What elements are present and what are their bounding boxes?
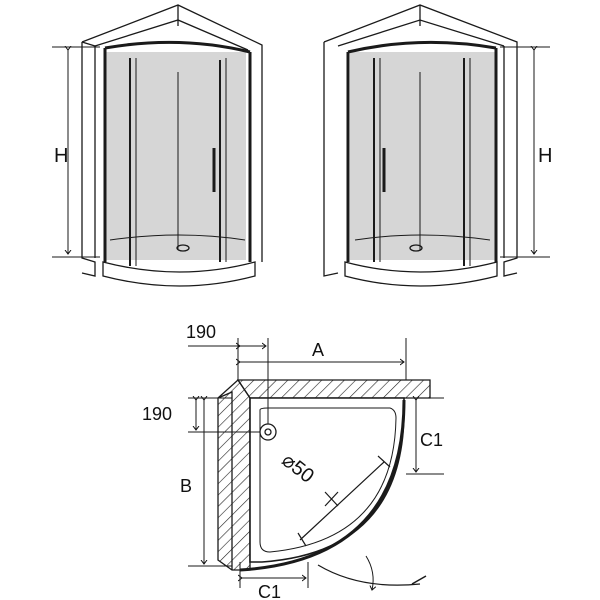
right-glass-fill	[350, 52, 496, 260]
right-elevation-view	[323, 4, 518, 287]
left-height-dimension	[52, 47, 100, 258]
right-tray	[344, 261, 498, 287]
left-wall-outline	[81, 42, 96, 277]
plan-tray-outer	[249, 397, 405, 563]
dim-c1-right-label: C1	[420, 430, 443, 450]
plan-dimensions	[188, 338, 444, 588]
dim-190-side-label: 190	[142, 404, 172, 424]
left-elevation-view	[81, 4, 263, 287]
plan-view	[217, 379, 431, 590]
right-height-label: H	[538, 145, 552, 167]
plan-glass-curve	[239, 399, 406, 572]
dim-a-label: A	[312, 340, 324, 360]
left-glass-fill	[106, 52, 246, 260]
right-height-dimension	[500, 47, 550, 258]
left-tray	[102, 261, 256, 287]
plan-door-swing	[317, 564, 421, 586]
plan-top-wall	[236, 379, 431, 399]
plan-left-wall	[217, 379, 251, 571]
dim-190-top-label: 190	[186, 322, 216, 342]
dim-c1-bottom-label: C1	[258, 582, 281, 600]
left-height-label: H	[54, 145, 68, 167]
plan-tray-inner	[259, 407, 397, 553]
dim-b-label: B	[180, 476, 192, 496]
plan-radius-line	[299, 461, 385, 541]
